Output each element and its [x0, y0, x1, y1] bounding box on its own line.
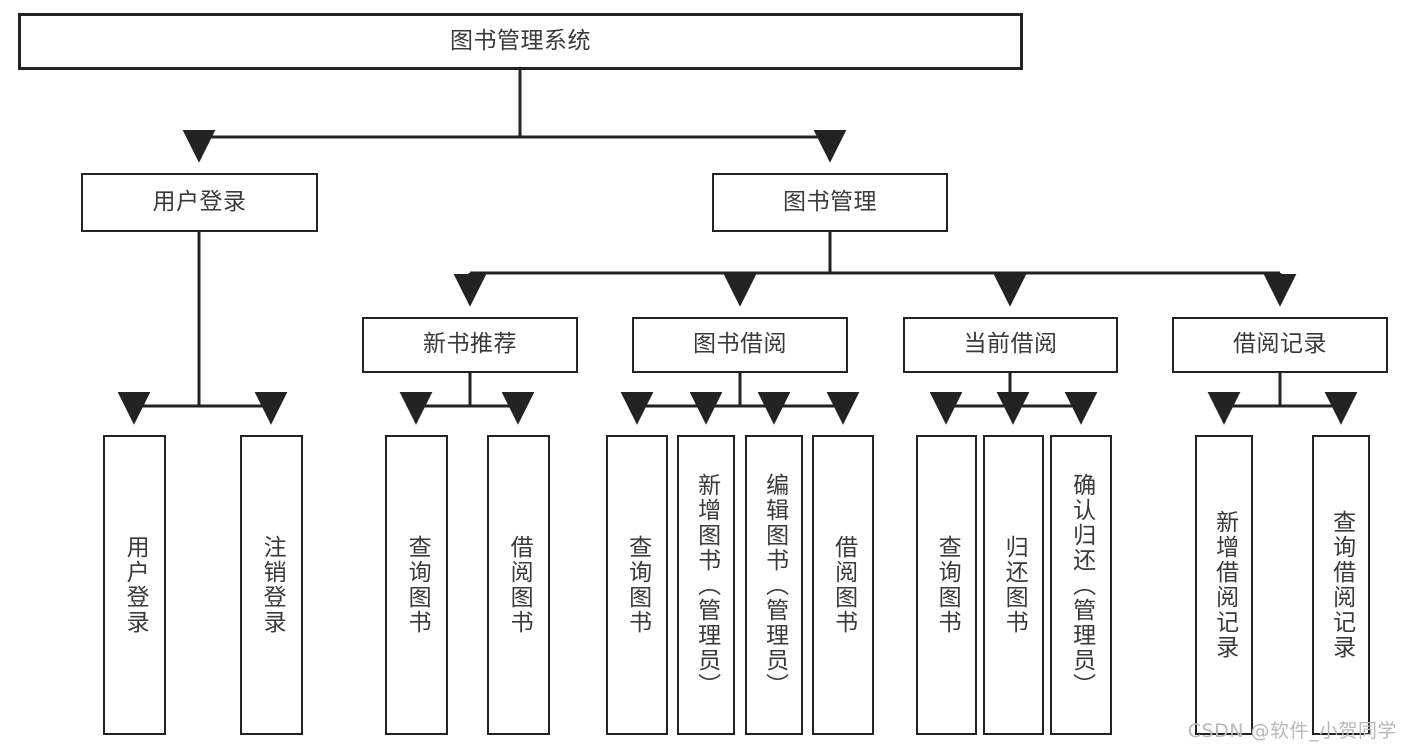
node-label: 借阅记录	[1233, 331, 1327, 358]
leaf-add-book-admin[interactable]: 新增图书（管理员）	[677, 435, 735, 735]
leaf-user-login[interactable]: 用户登录	[103, 435, 166, 735]
leaf-edit-book-admin[interactable]: 编辑图书（管理员）	[745, 435, 803, 735]
node-label: 图书借阅	[693, 331, 787, 358]
leaf-query-books-current[interactable]: 查询图书	[916, 435, 977, 735]
node-borrow-records[interactable]: 借阅记录	[1172, 317, 1388, 373]
node-label: 当前借阅	[963, 331, 1058, 358]
node-label: 查询图书	[934, 535, 961, 635]
node-label: 查询借阅记录	[1328, 510, 1355, 660]
leaf-query-books-borrow[interactable]: 查询图书	[606, 435, 668, 735]
node-label: 借阅图书	[830, 535, 857, 635]
node-current-borrow[interactable]: 当前借阅	[903, 317, 1118, 373]
leaf-borrow-books-recommend[interactable]: 借阅图书	[487, 435, 550, 735]
node-label: 用户登录	[152, 188, 247, 215]
node-user-login[interactable]: 用户登录	[81, 173, 318, 232]
node-label: 图书管理系统	[450, 27, 591, 54]
connector-current-borrow-to-leaves	[929, 373, 1098, 425]
connector-user-login-to-leaves	[117, 232, 288, 425]
watermark-text: CSDN @软件_小贺同学	[1187, 720, 1397, 742]
node-label: 编辑图书（管理员）	[761, 472, 788, 698]
connector-book-mgmt-to-level2	[453, 232, 1297, 307]
node-label: 查询图书	[404, 535, 431, 635]
leaf-query-borrow-record[interactable]: 查询借阅记录	[1312, 435, 1370, 735]
node-label: 新增借阅记录	[1211, 510, 1238, 660]
connector-borrow-to-leaves	[620, 373, 860, 425]
node-label: 新书推荐	[423, 331, 517, 358]
leaf-add-borrow-record[interactable]: 新增借阅记录	[1195, 435, 1253, 735]
node-label: 查询图书	[624, 535, 651, 635]
leaf-borrow-book[interactable]: 借阅图书	[812, 435, 874, 735]
leaf-logout[interactable]: 注销登录	[240, 435, 303, 735]
connector-records-to-leaves	[1207, 373, 1358, 425]
node-label: 确认归还（管理员）	[1068, 472, 1095, 698]
node-label: 图书管理	[783, 188, 877, 215]
node-book-borrow[interactable]: 图书借阅	[632, 317, 848, 373]
node-label: 用户登录	[122, 535, 149, 635]
connector-root-to-level1	[182, 70, 847, 163]
leaf-query-books-recommend[interactable]: 查询图书	[385, 435, 448, 735]
node-root-system[interactable]: 图书管理系统	[18, 13, 1023, 70]
node-book-management[interactable]: 图书管理	[712, 173, 948, 232]
leaf-confirm-return-admin[interactable]: 确认归还（管理员）	[1050, 435, 1112, 735]
node-label: 注销登录	[259, 535, 286, 635]
node-label: 借阅图书	[506, 535, 533, 635]
node-label: 归还图书	[1001, 535, 1028, 635]
node-new-book-recommend[interactable]: 新书推荐	[362, 317, 578, 373]
node-label: 新增图书（管理员）	[693, 472, 720, 698]
connector-new-books-to-leaves	[399, 373, 535, 425]
leaf-return-book[interactable]: 归还图书	[983, 435, 1044, 735]
